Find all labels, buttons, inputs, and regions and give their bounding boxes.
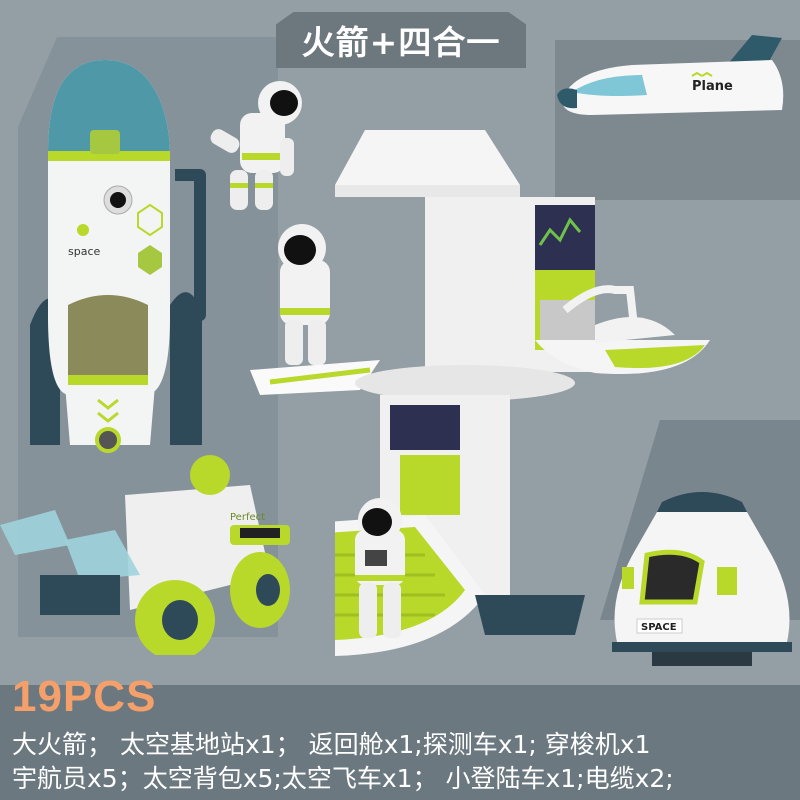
contents-list: 大火箭； 太空基地站x1； 返回舱x1;探测车x1; 穿梭机x1 宇航员x5；太… bbox=[12, 728, 674, 796]
astronaut-standing bbox=[335, 495, 425, 645]
caption-band bbox=[0, 685, 800, 800]
rocket-toy: space bbox=[10, 55, 220, 455]
header-badge: 火箭+四合一 bbox=[276, 12, 526, 68]
shuttle-label: Plane bbox=[692, 79, 733, 94]
capsule-label: SPACE bbox=[641, 622, 677, 633]
contents-line-1: 大火箭； 太空基地站x1； 返回舱x1;探测车x1; 穿梭机x1 bbox=[12, 730, 651, 759]
page-title: 火箭+四合一 bbox=[301, 23, 501, 62]
rocket-label: space bbox=[68, 245, 101, 258]
space-hovercar bbox=[535, 265, 715, 375]
astronaut-floating bbox=[200, 78, 310, 218]
shuttle-toy: Plane bbox=[552, 30, 797, 125]
rover-label: Perfect bbox=[230, 512, 265, 523]
rover-toy: Perfect bbox=[0, 445, 300, 655]
contents-line-2: 宇航员x5；太空背包x5;太空飞车x1； 小登陆车x1;电缆x2; bbox=[12, 764, 674, 793]
piece-count: 19PCS bbox=[12, 672, 157, 721]
astronaut-hoverboard bbox=[240, 220, 390, 400]
return-capsule-toy: SPACE bbox=[607, 487, 797, 667]
